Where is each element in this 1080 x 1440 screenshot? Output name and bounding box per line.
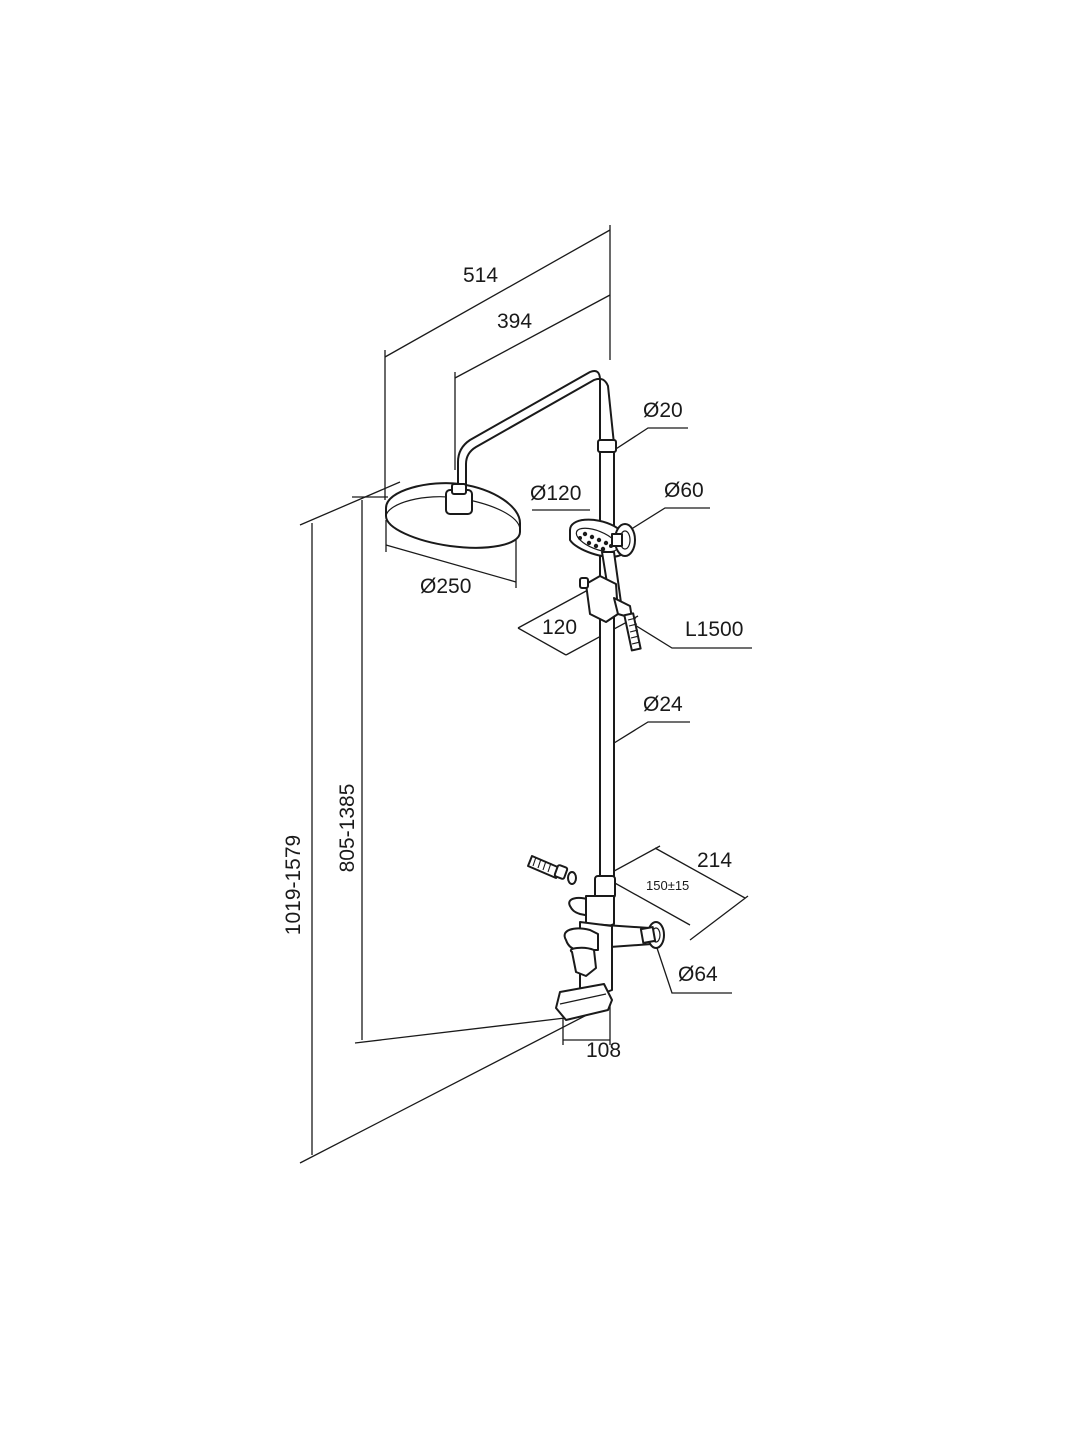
dim-150-line (612, 881, 691, 926)
label-514: 514 (463, 264, 498, 287)
dim-214-line (654, 847, 746, 899)
leader-d64 (655, 944, 732, 994)
dim-1019-ext-top (299, 481, 401, 526)
dim-805-ext-bottom (354, 1017, 566, 1044)
dim-214-ext-b (689, 895, 749, 941)
shower-hose (623, 612, 642, 652)
hose-connector-ribs (532, 856, 552, 873)
hose-ribs (627, 617, 641, 645)
rain-shower-nut (451, 483, 467, 495)
leader-d60 (624, 507, 710, 534)
hose-connector-washer (567, 871, 577, 885)
hose-connector-nut (553, 864, 569, 880)
label-120: 120 (542, 616, 577, 639)
leader-d24 (605, 721, 690, 749)
mixer-assembly (555, 875, 665, 1021)
label-d120: Ø120 (530, 482, 581, 505)
pipe-coupling (597, 439, 617, 453)
riser-pipe (599, 439, 615, 881)
label-108: 108 (586, 1039, 621, 1062)
dim-1019-ext-bottom (299, 1002, 611, 1164)
upper-pipe-bend (457, 370, 615, 496)
label-214: 214 (697, 849, 732, 872)
label-l1500: L1500 (685, 618, 743, 641)
label-150: 150±15 (646, 878, 689, 893)
leader-l1500 (629, 621, 752, 649)
flange-stem (639, 926, 657, 944)
slide-bracket-body (585, 575, 619, 623)
label-d24: Ø24 (643, 693, 683, 716)
dimension-lines (299, 225, 752, 1164)
spout-edge (559, 993, 607, 1005)
diverter-collar (594, 875, 616, 899)
mixer-handle-lower (569, 946, 597, 977)
dimension-labels: 514 394 Ø20 Ø120 Ø60 Ø250 120 L1500 Ø24 … (282, 264, 743, 1062)
label-d250: Ø250 (420, 575, 471, 598)
label-1019-1579: 1019-1579 (282, 835, 305, 935)
rain-shower-head (385, 482, 521, 549)
label-805-1385: 805-1385 (336, 784, 359, 873)
mixer-handle (563, 927, 599, 951)
hose-connector (527, 855, 577, 885)
slide-bracket (579, 575, 633, 623)
shower-column (457, 370, 617, 881)
dim-514-line (384, 229, 611, 358)
dim-d250-line (385, 544, 517, 583)
leader-d20 (601, 427, 688, 459)
label-d64: Ø64 (678, 963, 718, 986)
dim-120-line (517, 627, 567, 656)
label-394: 394 (497, 310, 532, 333)
dim-394-line (454, 294, 611, 379)
label-d20: Ø20 (643, 399, 683, 422)
wall-holder-stem (611, 533, 623, 547)
dim-120-ext-a (517, 589, 589, 629)
bath-spout (555, 983, 613, 1021)
wall-holder (611, 523, 636, 557)
label-d60: Ø60 (664, 479, 704, 502)
slide-bracket-knob (579, 577, 589, 589)
